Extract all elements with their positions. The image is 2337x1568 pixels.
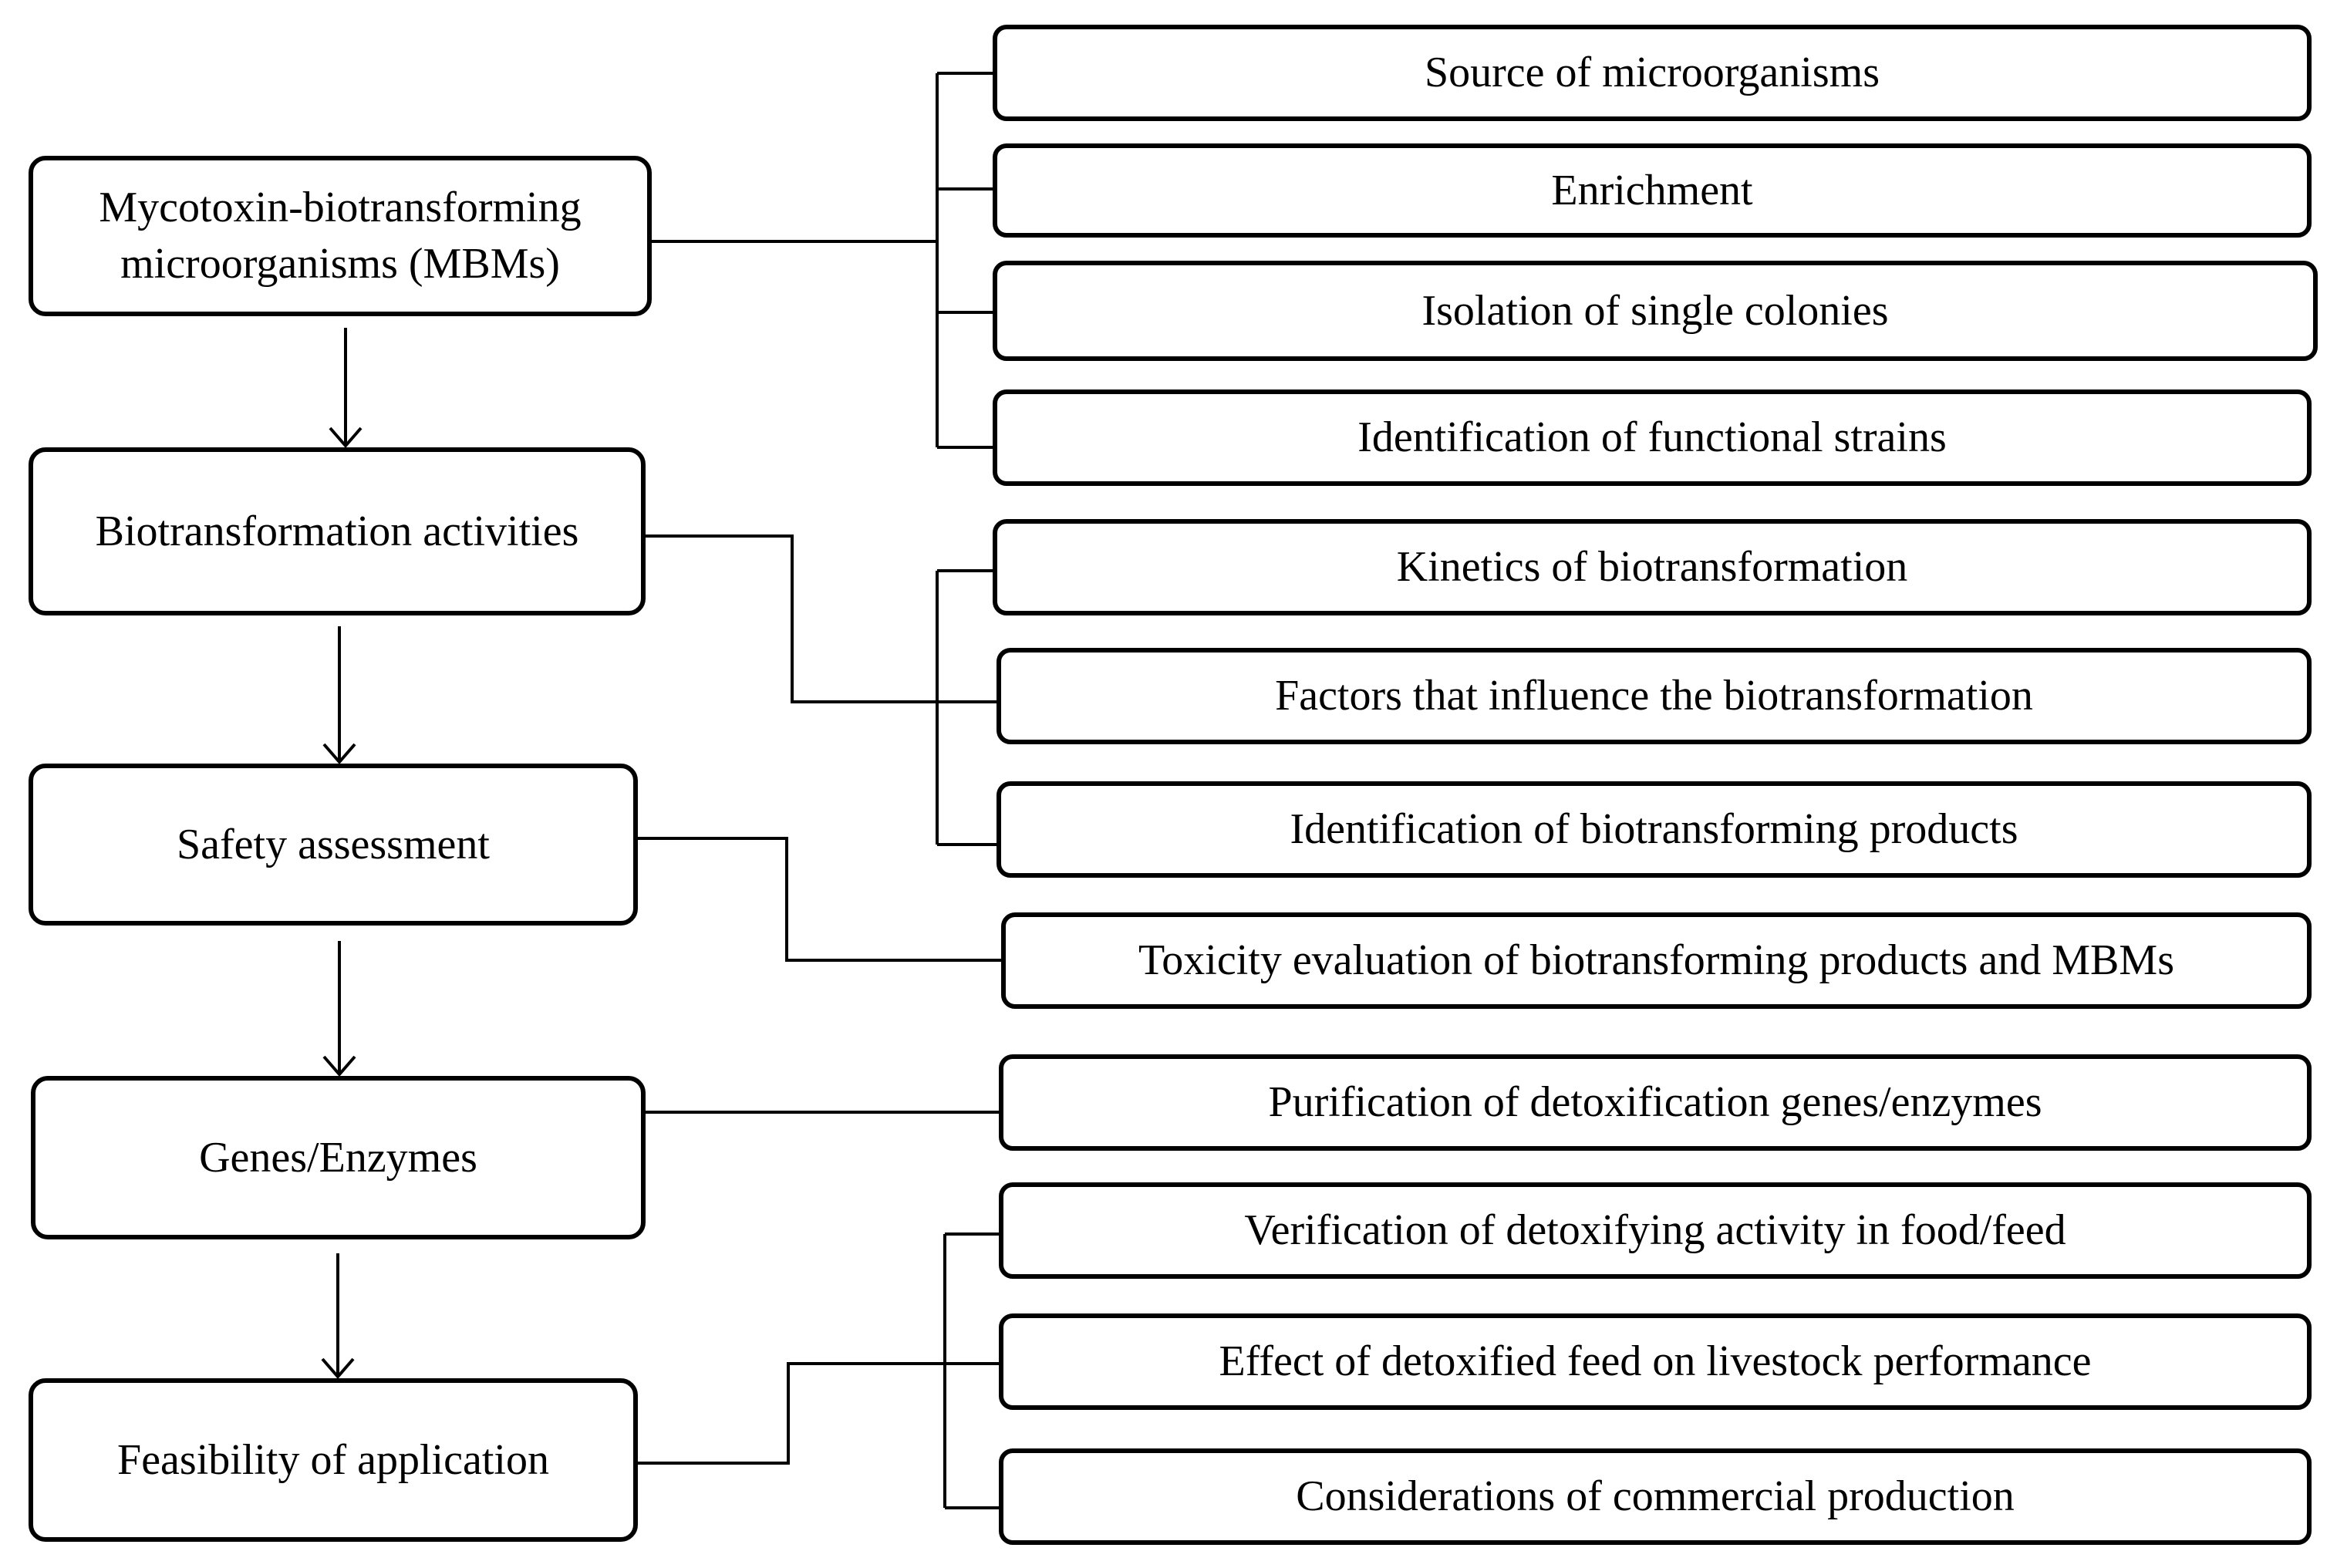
detail-identification-strains: Identification of functional strains <box>993 389 2312 486</box>
connector-safety <box>636 837 1001 962</box>
detail-enrichment: Enrichment <box>993 143 2312 238</box>
stage-genes: Genes/Enzymes <box>31 1076 646 1239</box>
detail-commercial-label: Considerations of commercial production <box>1296 1472 2015 1521</box>
detail-factors: Factors that influence the biotransforma… <box>997 648 2312 744</box>
detail-purification-label: Purification of detoxification genes/enz… <box>1268 1078 2042 1127</box>
detail-source: Source of microorganisms <box>993 25 2312 121</box>
detail-kinetics-label: Kinetics of biotransformation <box>1396 543 1908 592</box>
bracket-biotransformation <box>644 534 937 703</box>
stage-feasibility: Feasibility of application <box>29 1378 638 1542</box>
stage-feasibility-label: Feasibility of application <box>117 1435 549 1484</box>
stage-mbms-line2: microorganisms (MBMs) <box>120 240 560 288</box>
detail-toxicity: Toxicity evaluation of biotransforming p… <box>1001 912 2312 1009</box>
detail-kinetics: Kinetics of biotransformation <box>993 519 2312 615</box>
detail-verification-label: Verification of detoxifying activity in … <box>1244 1206 2066 1255</box>
detail-livestock-label: Effect of detoxified feed on livestock p… <box>1219 1337 2092 1386</box>
stage-mbms-line1: Mycotoxin-biotransforming <box>99 184 582 232</box>
detail-identification-products-label: Identification of biotransforming produc… <box>1290 805 2018 854</box>
detail-enrichment-label: Enrichment <box>1551 166 1753 214</box>
stage-mbms: Mycotoxin-biotransforming microorganisms… <box>29 156 652 316</box>
detail-toxicity-label: Toxicity evaluation of biotransforming p… <box>1138 936 2174 985</box>
detail-livestock: Effect of detoxified feed on livestock p… <box>999 1313 2312 1410</box>
detail-source-label: Source of microorganisms <box>1425 49 1880 97</box>
stage-genes-label: Genes/Enzymes <box>199 1133 477 1182</box>
detail-factors-label: Factors that influence the biotransforma… <box>1275 672 2033 720</box>
detail-commercial: Considerations of commercial production <box>999 1448 2312 1545</box>
detail-verification: Verification of detoxifying activity in … <box>999 1182 2312 1279</box>
detail-identification-products: Identification of biotransforming produc… <box>997 781 2312 878</box>
detail-identification-strains-label: Identification of functional strains <box>1357 413 1947 462</box>
detail-purification: Purification of detoxification genes/enz… <box>999 1054 2312 1151</box>
stage-biotransformation-label: Biotransformation activities <box>95 507 579 555</box>
stage-safety-label: Safety assessment <box>177 820 490 868</box>
bracket-feasibility <box>636 1362 945 1465</box>
stage-biotransformation: Biotransformation activities <box>29 447 646 615</box>
stage-safety: Safety assessment <box>29 764 638 926</box>
detail-isolation-label: Isolation of single colonies <box>1421 286 1889 335</box>
detail-isolation: Isolation of single colonies <box>993 261 2318 361</box>
